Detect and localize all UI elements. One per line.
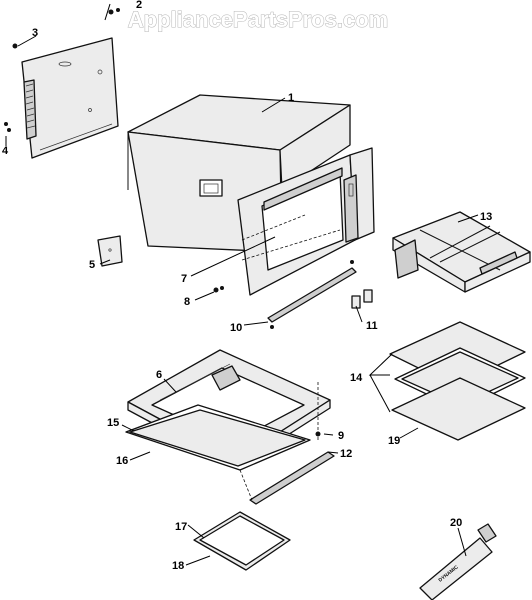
screw-3 — [12, 43, 18, 49]
callout-4: 4 — [2, 145, 9, 157]
leader-7 — [190, 236, 276, 277]
clip-11 — [351, 289, 373, 309]
leader-18 — [185, 555, 211, 566]
callout-10: 10 — [230, 322, 242, 334]
gasket-frame — [125, 404, 311, 471]
leader-5 — [99, 259, 111, 265]
screw-10 — [270, 260, 354, 329]
leader-2 — [104, 3, 111, 21]
callout-2: 2 — [136, 0, 142, 11]
callout-19: 19 — [388, 435, 400, 447]
screw-8 — [213, 286, 224, 293]
callout-3: 3 — [32, 27, 38, 39]
screw-4 — [4, 122, 11, 132]
callout-17: 17 — [175, 521, 187, 533]
panel-stack — [389, 321, 526, 441]
leader-14a — [368, 353, 393, 376]
leader-14b — [369, 374, 391, 413]
callout-11: 11 — [366, 320, 378, 332]
callout-1: 1 — [288, 92, 294, 104]
callout-12: 12 — [340, 448, 352, 460]
leader-1 — [261, 97, 286, 113]
tray-assembly — [392, 211, 531, 293]
callout-14: 14 — [350, 372, 363, 384]
leader-13 — [457, 214, 479, 223]
leader-12 — [327, 451, 339, 454]
leader-20 — [457, 527, 467, 557]
callout-9: 9 — [338, 430, 344, 442]
callout-7: 7 — [181, 273, 187, 285]
leader-6 — [163, 378, 177, 393]
leader-10 — [243, 321, 269, 326]
callout-13: 13 — [480, 211, 492, 223]
callout-6: 6 — [156, 369, 162, 381]
rail — [267, 267, 357, 323]
bottom-tray — [193, 511, 291, 571]
leader-3 — [17, 35, 37, 47]
screw-2 — [108, 8, 120, 15]
callout-5: 5 — [89, 259, 95, 271]
access-cover — [97, 235, 123, 267]
tube: DYNAMIC — [419, 523, 497, 600]
leader-11 — [355, 305, 363, 323]
callout-20: 20 — [450, 517, 462, 529]
cabinet — [127, 94, 351, 253]
screw-9 — [315, 431, 321, 437]
leader-16 — [129, 451, 151, 461]
callout-8: 8 — [184, 296, 190, 308]
callout-16: 16 — [116, 455, 128, 467]
side-panel — [21, 37, 119, 159]
callout-15: 15 — [107, 417, 119, 429]
watermark: AppliancePartsPros.com — [128, 7, 388, 32]
leader-19 — [399, 427, 419, 439]
oven-front-frame — [237, 147, 375, 296]
leader-17 — [187, 524, 205, 539]
leader-8 — [194, 291, 215, 301]
side-rail — [239, 451, 335, 505]
callout-18: 18 — [172, 560, 184, 572]
leader-9 — [323, 433, 334, 436]
leader-15 — [121, 424, 135, 432]
